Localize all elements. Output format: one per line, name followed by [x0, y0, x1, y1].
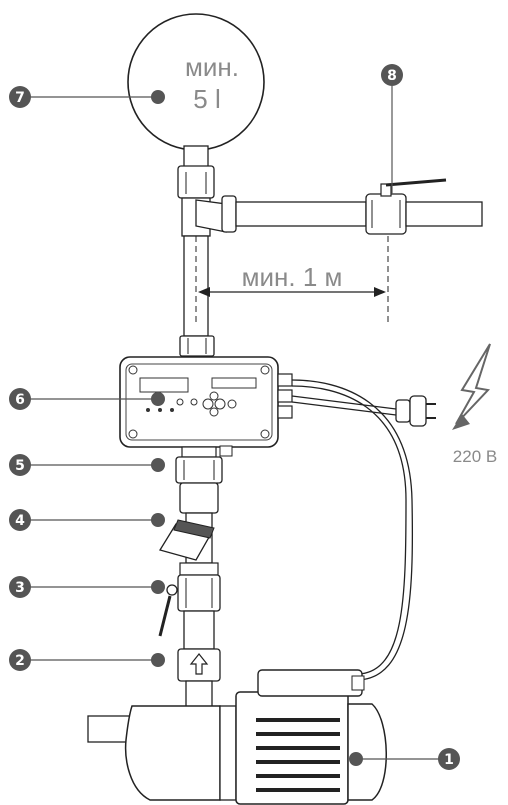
marker-8: 8	[381, 64, 403, 86]
marker-5: 5	[9, 454, 31, 476]
marker-1: 1	[438, 748, 460, 770]
expansion-tank: мин. 5 l	[127, 13, 265, 151]
outlet-pipe	[221, 178, 483, 235]
svg-text:6: 6	[15, 392, 25, 408]
marker-4: 4	[9, 509, 31, 531]
svg-text:7: 7	[15, 90, 25, 106]
distance-dimension: мин. 1 м	[195, 236, 389, 326]
marker-6: 6	[9, 388, 31, 410]
tank-volume-label: 5 l	[193, 84, 220, 114]
riser-pipe	[177, 145, 227, 357]
voltage-label: 220 В	[453, 447, 497, 466]
pump	[87, 669, 387, 805]
power-plug	[395, 395, 436, 427]
pressure-controller	[119, 356, 293, 457]
svg-text:2: 2	[15, 653, 25, 669]
svg-text:3: 3	[15, 580, 25, 596]
lower-pipe-stack	[158, 446, 223, 708]
leader-dots	[151, 90, 363, 766]
marker-2: 2	[9, 649, 31, 671]
svg-text:4: 4	[15, 513, 25, 529]
marker-3: 3	[9, 576, 31, 598]
leader-lines	[28, 86, 442, 760]
cables	[291, 379, 414, 681]
svg-text:8: 8	[387, 68, 397, 84]
marker-7: 7	[9, 86, 31, 108]
tank-min-label: мин.	[185, 52, 239, 82]
svg-text:1: 1	[444, 752, 454, 768]
distance-label: мин. 1 м	[242, 262, 343, 292]
lightning-icon	[452, 343, 491, 430]
svg-text:5: 5	[15, 458, 25, 474]
